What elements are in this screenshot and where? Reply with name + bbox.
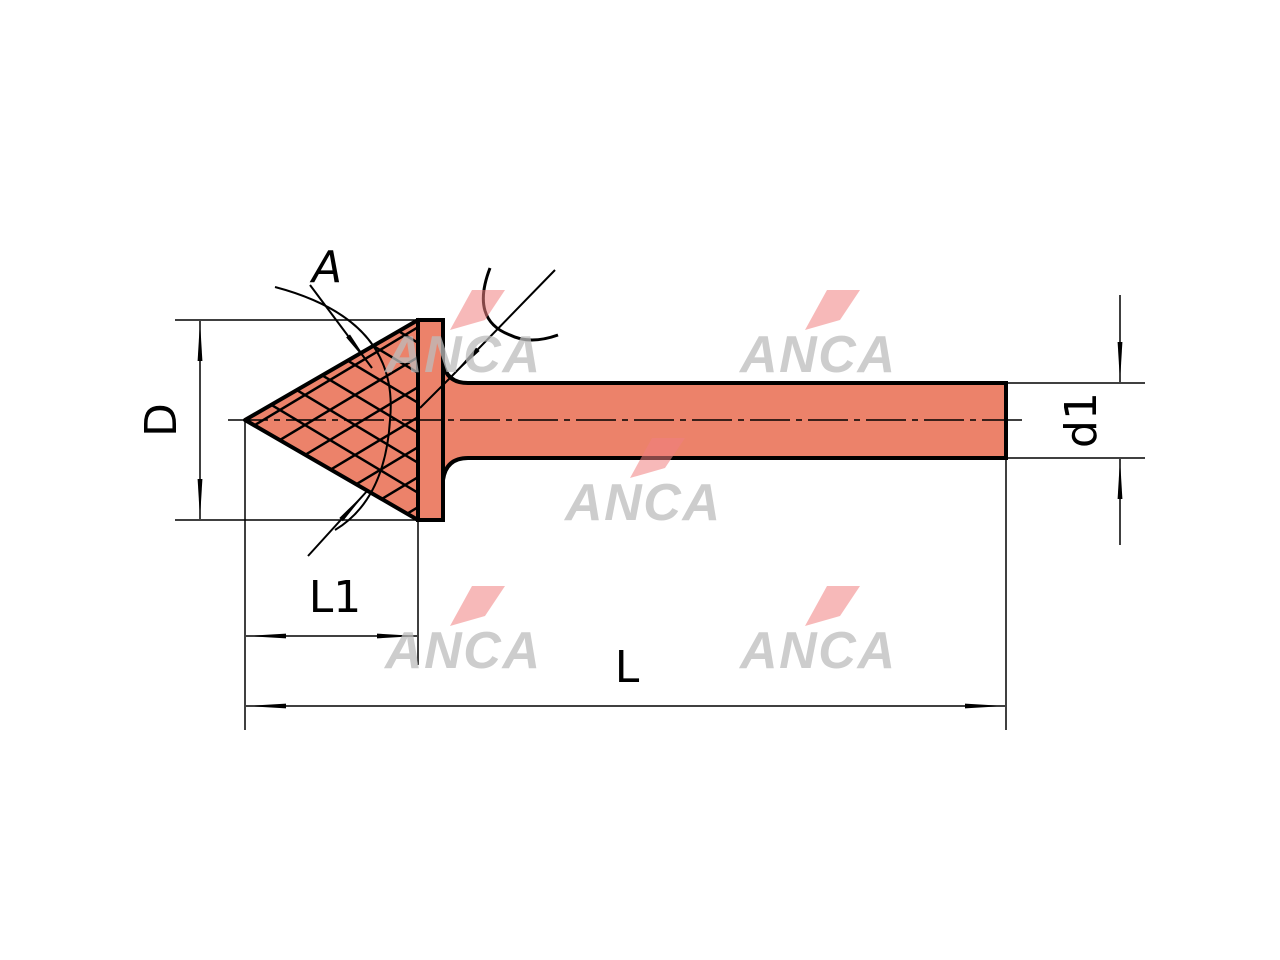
anca-watermark: ANCA <box>738 290 895 384</box>
label-d1: d1 <box>1056 392 1107 448</box>
hatch-line <box>245 320 418 370</box>
hatch-line <box>200 32 460 188</box>
label-L: L <box>615 642 640 693</box>
dimension-L <box>246 458 1007 730</box>
hatch-line <box>200 722 460 878</box>
anca-watermark: ANCA <box>563 438 720 532</box>
hatch-line <box>200 0 460 128</box>
hatch-line <box>200 0 460 98</box>
hatch-line <box>245 360 418 520</box>
hatch-line <box>245 480 418 520</box>
hatch-line <box>245 320 418 400</box>
hatch-line <box>200 92 460 248</box>
hatch-line <box>200 662 460 818</box>
svg-text:ANCA: ANCA <box>563 474 720 532</box>
hatch-line <box>245 450 418 520</box>
hatch-line <box>245 330 418 490</box>
hatch-line <box>200 692 460 848</box>
hatch-line <box>200 2 460 158</box>
svg-text:ANCA: ANCA <box>383 622 540 680</box>
hatch-line <box>200 2 460 158</box>
dimension-D <box>175 319 418 521</box>
svg-text:ANCA: ANCA <box>383 326 540 384</box>
dimension-d1 <box>1006 295 1145 545</box>
hatch-line <box>200 62 460 218</box>
dimension-L1 <box>244 420 419 730</box>
hatch-line <box>200 692 460 848</box>
angle-arrow-top <box>309 284 373 369</box>
label-L1: L1 <box>309 572 362 623</box>
hatch-line <box>200 62 460 218</box>
radius-leader <box>449 269 556 379</box>
svg-text:ANCA: ANCA <box>738 326 895 384</box>
hatch-line <box>200 722 460 878</box>
label-D: D <box>136 403 187 437</box>
anca-watermark: ANCA <box>738 586 895 680</box>
hatch-line <box>200 0 460 128</box>
angle-arrow-bottom <box>307 489 369 557</box>
hatch-line <box>200 32 460 188</box>
anca-watermark: ANCA <box>383 290 540 384</box>
hatch-line <box>200 662 460 818</box>
hatch-line <box>200 92 460 248</box>
svg-text:ANCA: ANCA <box>738 622 895 680</box>
anca-watermark: ANCA <box>383 586 540 680</box>
hatch-line <box>200 0 460 98</box>
hatch-line <box>245 320 418 460</box>
label-angle: A <box>309 242 342 293</box>
